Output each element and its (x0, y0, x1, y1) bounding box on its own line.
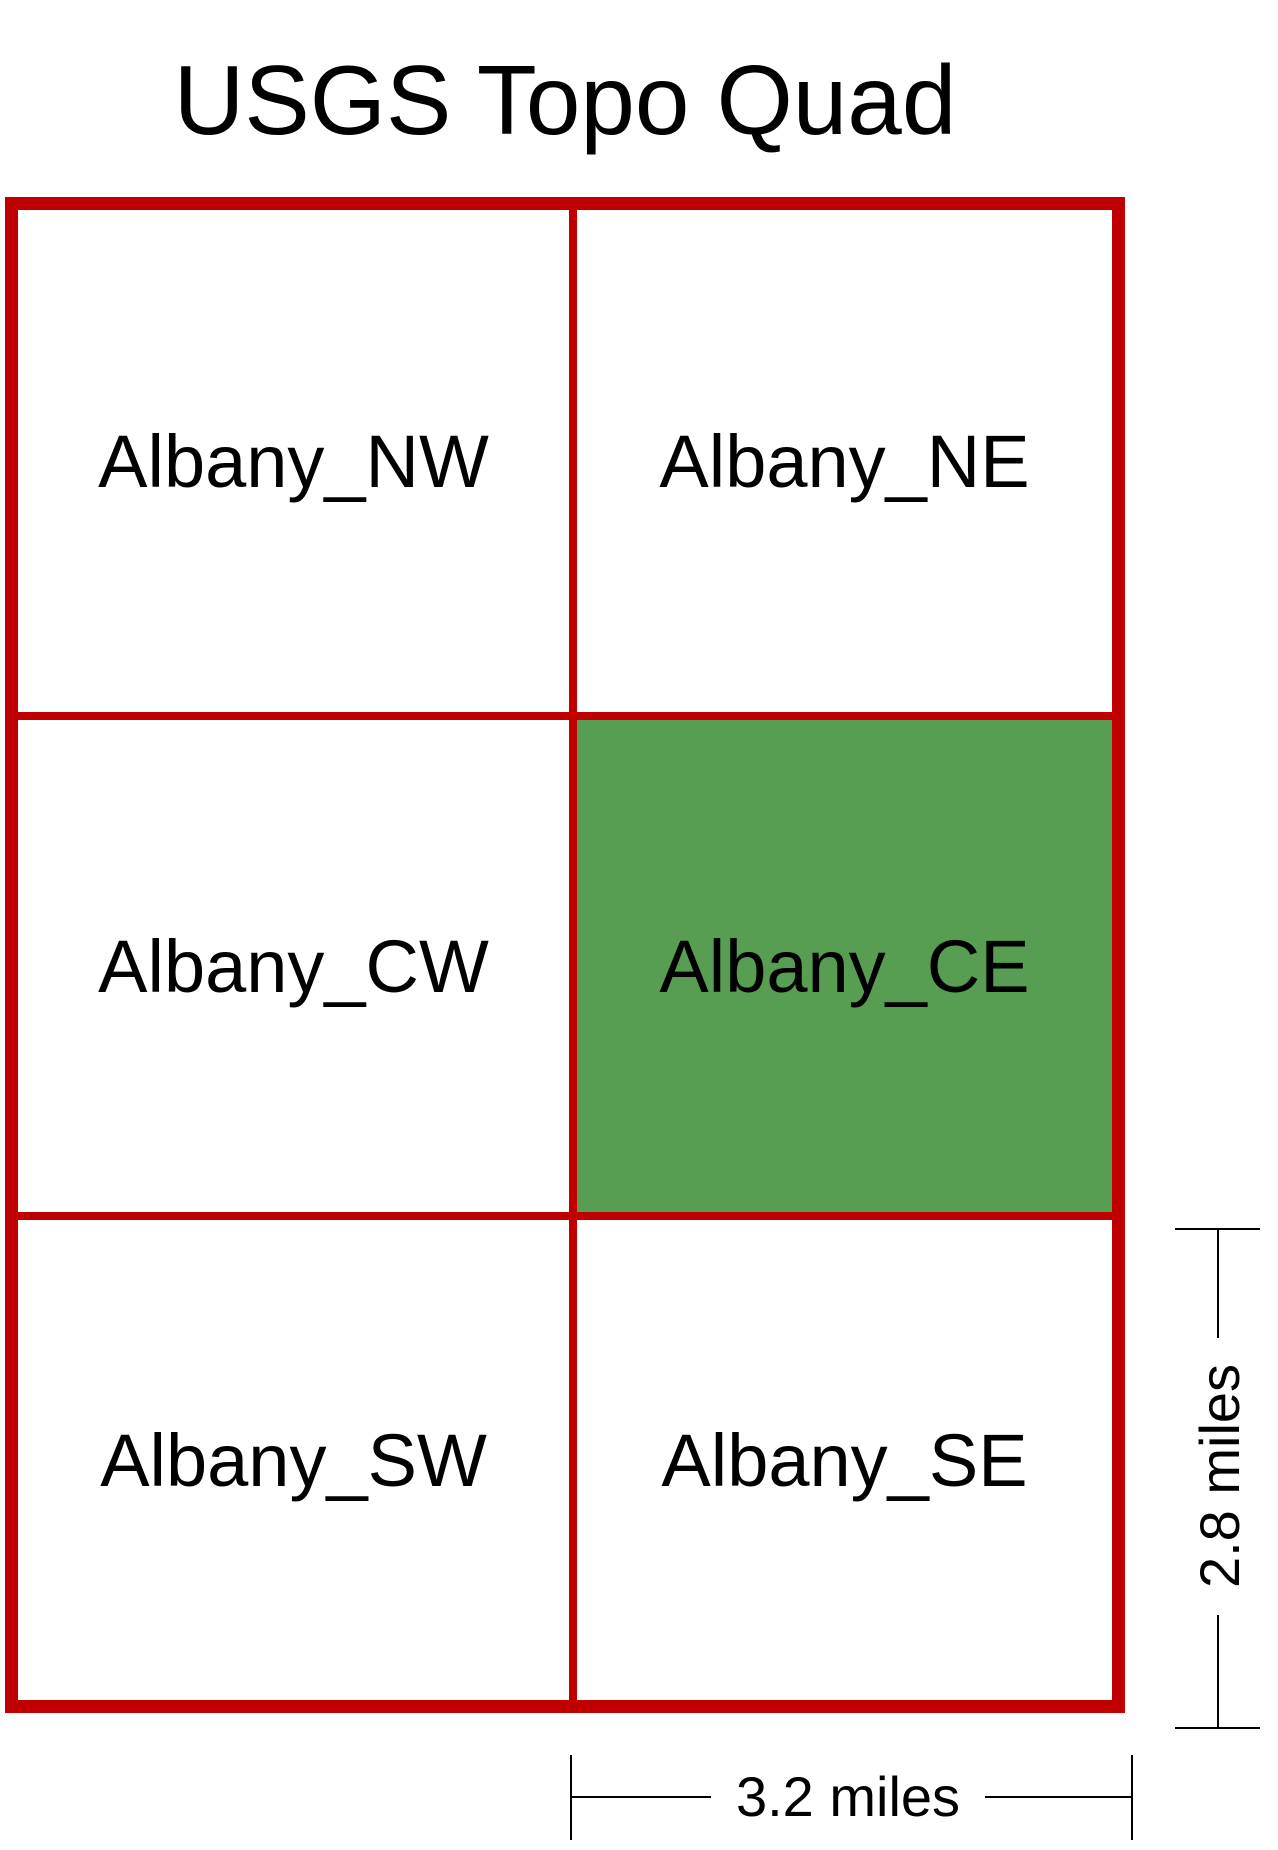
quad-label-ce: Albany_CE (659, 924, 1030, 1008)
width-dim-line-right (985, 1796, 1131, 1798)
quad-cell-cw: Albany_CW (18, 720, 569, 1212)
grid-horizontal-divider-bottom (18, 1212, 1112, 1220)
quad-cell-ce-highlighted: Albany_CE (577, 720, 1112, 1212)
width-dim-tick-right (1131, 1755, 1133, 1840)
quad-grid: Albany_NW Albany_NE Albany_CE Albany_CW … (5, 197, 1125, 1713)
height-dim-tick-bottom (1175, 1727, 1260, 1729)
quad-cell-ne: Albany_NE (577, 210, 1112, 712)
quad-label-cw: Albany_CW (98, 924, 489, 1008)
height-dim-label: 2.8 miles (1188, 1363, 1251, 1589)
quad-label-se: Albany_SE (661, 1418, 1028, 1502)
height-dim-line-lower (1217, 1615, 1219, 1728)
quad-cell-sw: Albany_SW (18, 1220, 569, 1700)
quad-label-nw: Albany_NW (98, 419, 489, 503)
quad-cell-se: Albany_SE (577, 1220, 1112, 1700)
height-dim-line-upper (1217, 1228, 1219, 1338)
grid-horizontal-divider-top (18, 712, 1112, 720)
diagram-title: USGS Topo Quad (173, 45, 957, 155)
grid-vertical-divider (569, 210, 577, 1700)
quad-label-ne: Albany_NE (659, 419, 1030, 503)
quad-cell-nw: Albany_NW (18, 210, 569, 712)
width-dim-label: 3.2 miles (735, 1765, 961, 1828)
quad-label-sw: Albany_SW (100, 1418, 487, 1502)
width-dim-line-left (571, 1796, 711, 1798)
